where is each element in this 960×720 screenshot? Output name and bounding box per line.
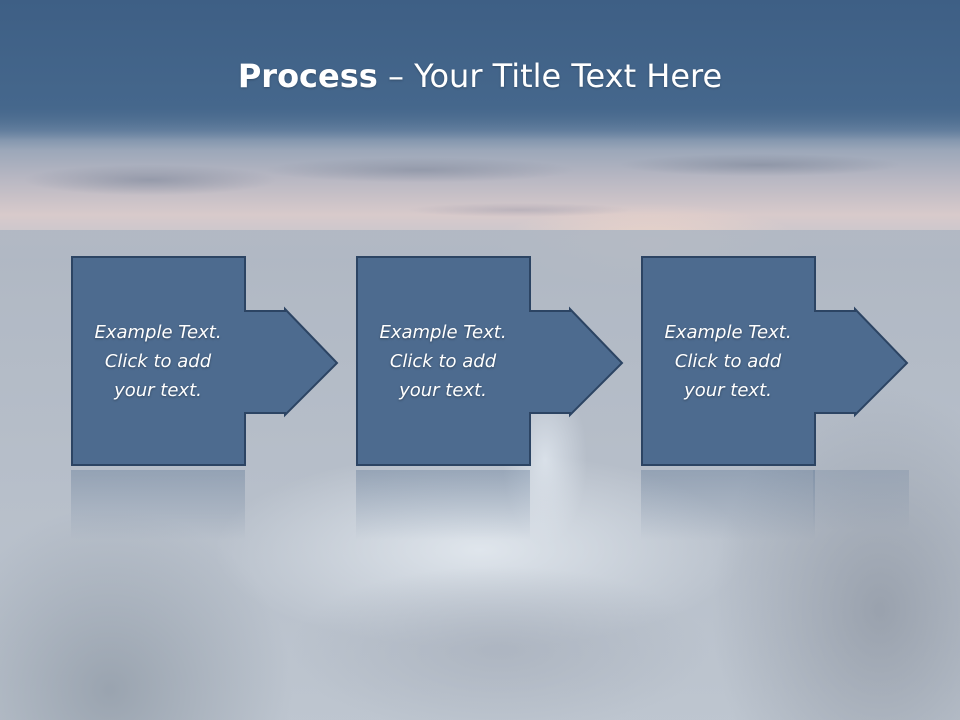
slide-title[interactable]: Process – Your Title Text Here (0, 52, 960, 100)
process-step-text[interactable]: Example Text. Click to add your text. (71, 256, 245, 466)
slide-title-rest: – Your Title Text Here (377, 57, 723, 95)
arrow-reflection (813, 470, 909, 530)
step-line-1: Example Text. (379, 321, 507, 343)
step-line-2: Click to add (104, 350, 212, 372)
step-line-3: your text. (399, 379, 487, 401)
process-step-text[interactable]: Example Text. Click to add your text. (356, 256, 530, 466)
process-step-1[interactable]: Example Text. Click to add your text. (71, 256, 341, 468)
process-step-shape (71, 256, 339, 466)
step-line-3: your text. (684, 379, 772, 401)
process-step-2[interactable]: Example Text. Click to add your text. (356, 256, 626, 468)
step-line-2: Click to add (389, 350, 497, 372)
step-line-1: Example Text. (664, 321, 792, 343)
step-reflection (71, 470, 245, 540)
process-step-shape (356, 256, 624, 466)
title-band (0, 0, 960, 140)
step-line-1: Example Text. (94, 321, 222, 343)
step-reflection (356, 470, 530, 540)
process-step-shape (641, 256, 909, 466)
process-step-text[interactable]: Example Text. Click to add your text. (641, 256, 815, 466)
process-step-3[interactable]: Example Text. Click to add your text. (641, 256, 911, 468)
step-line-3: your text. (114, 379, 202, 401)
slide-title-bold: Process (237, 57, 378, 95)
step-reflection (641, 470, 815, 540)
step-line-2: Click to add (674, 350, 782, 372)
sky-clouds (0, 140, 960, 230)
